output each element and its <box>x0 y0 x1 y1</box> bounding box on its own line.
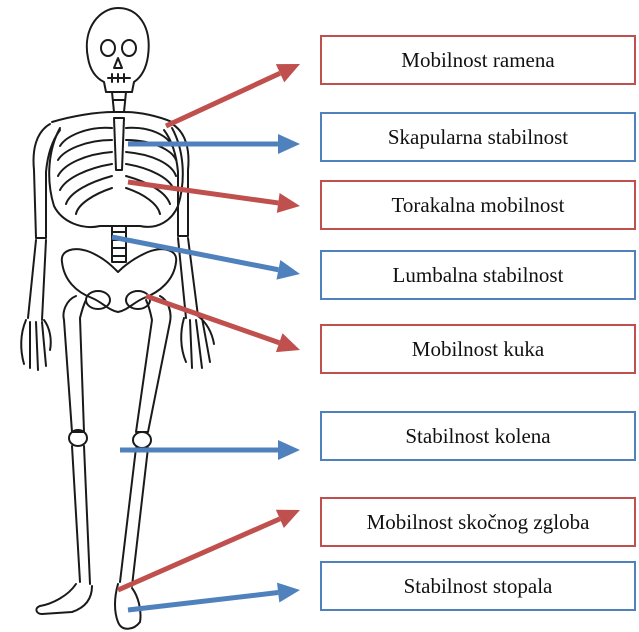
arrow-shaft <box>166 73 280 126</box>
label-text-lumbar: Lumbalna stabilnost <box>393 263 564 288</box>
nasal-cavity <box>114 58 122 68</box>
arrow-head <box>276 333 300 352</box>
sternum <box>114 118 124 170</box>
left-eye-socket <box>101 40 115 56</box>
arrow-head <box>278 134 300 154</box>
left-forearm <box>28 240 46 320</box>
arrow-head <box>277 193 300 213</box>
arrow-head <box>278 440 300 460</box>
label-box-ankle: Mobilnost skočnog zgloba <box>320 497 636 547</box>
arrow-head <box>277 583 300 603</box>
arrow-shaft <box>118 519 280 590</box>
label-box-lumbar: Lumbalna stabilnost <box>320 250 636 300</box>
label-box-scapula: Skapularna stabilnost <box>320 112 636 162</box>
left-clavicle <box>52 112 114 122</box>
right-clavicle <box>124 112 172 122</box>
right-hand <box>181 316 214 368</box>
label-box-hip: Mobilnost kuka <box>320 324 636 374</box>
label-box-shoulder: Mobilnost ramena <box>320 35 636 85</box>
cervical-spine <box>112 92 126 112</box>
left-tibia <box>72 446 90 584</box>
arrow-thoracic <box>128 182 300 213</box>
arrow-lumbar <box>112 237 300 280</box>
arrow-foot <box>128 583 300 610</box>
ribs-right <box>126 128 176 214</box>
label-text-hip: Mobilnost kuka <box>412 337 544 362</box>
label-text-knee: Stabilnost kolena <box>405 424 550 449</box>
left-foot <box>36 584 92 614</box>
left-hand <box>21 320 51 370</box>
label-box-foot: Stabilnost stopala <box>320 561 636 611</box>
label-text-thoracic: Torakalna mobilnost <box>392 193 565 218</box>
left-humerus <box>34 124 60 238</box>
arrow-shaft <box>112 237 278 270</box>
ribs-left <box>58 128 112 214</box>
label-text-scapula: Skapularna stabilnost <box>388 125 568 150</box>
left-femur <box>64 296 87 432</box>
right-tibia <box>120 448 148 586</box>
right-femur <box>136 296 171 432</box>
label-text-ankle: Mobilnost skočnog zgloba <box>367 510 590 535</box>
skeleton-illustration <box>21 8 214 629</box>
arrow-scapula <box>128 134 300 154</box>
label-text-shoulder: Mobilnost ramena <box>401 48 554 73</box>
teeth <box>108 74 130 82</box>
right-eye-socket <box>122 40 136 56</box>
arrow-shaft <box>128 593 278 610</box>
right-patella <box>133 432 151 448</box>
label-text-foot: Stabilnost stopala <box>404 574 553 599</box>
arrow-head <box>276 260 300 280</box>
lumbar-spine <box>112 226 126 262</box>
arrow-ankle <box>118 510 300 590</box>
arrow-shoulder <box>166 64 300 126</box>
label-box-thoracic: Torakalna mobilnost <box>320 180 636 230</box>
label-box-knee: Stabilnost kolena <box>320 411 636 461</box>
